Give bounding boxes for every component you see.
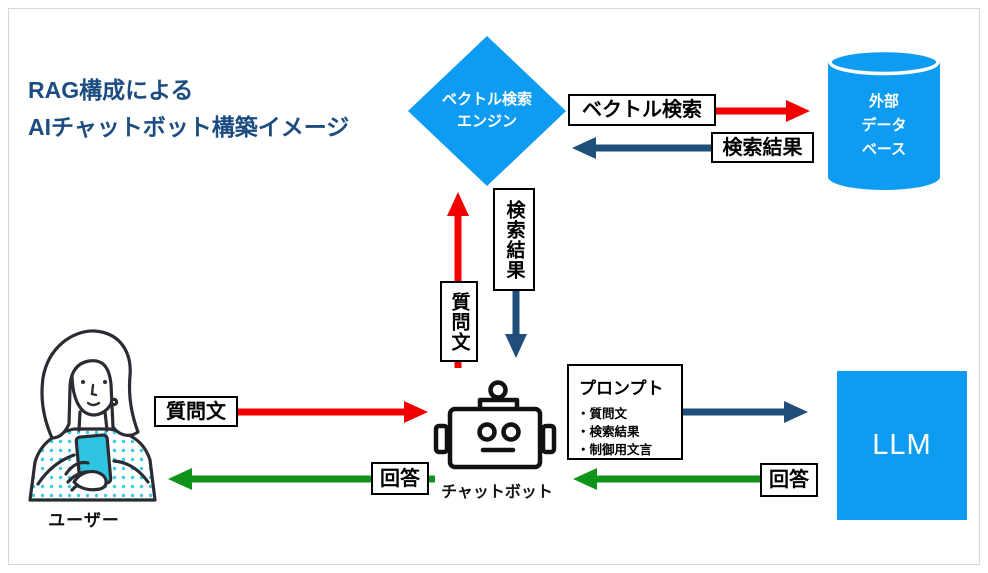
label-vector-search: ベクトル検索 [568, 94, 716, 126]
arrow-question-user [238, 401, 428, 423]
vector-engine-label-line1: ベクトル検索 [441, 91, 532, 108]
vector-engine-label-line2: エンジン [456, 113, 517, 130]
database-label-line3: ベース [861, 141, 907, 158]
prompt-item-question: ・質問文 [577, 407, 628, 421]
label-search-result-down: 検索結果 [493, 188, 535, 291]
prompt-box: プロンプト ・質問文 ・検索結果 ・制御用文言 [567, 364, 683, 460]
database-label-line2: データ [861, 117, 907, 134]
vector-engine-node: ベクトル検索 エンジン [408, 36, 566, 186]
vector-engine-diamond-icon [408, 36, 566, 186]
database-label-line1: 外部 [868, 93, 899, 110]
label-question-user: 質問文 [154, 396, 238, 427]
page-title: RAG構成による AIチャットボット構築イメージ [28, 72, 349, 146]
prompt-item-search-result: ・検索結果 [577, 425, 640, 439]
user-illustration [28, 329, 157, 502]
label-answer-to-user: 回答 [371, 462, 429, 495]
arrow-prompt-to-llm [682, 401, 808, 423]
arrow-answer-from-llm [573, 468, 762, 490]
database-node: 外部 データ ベース [828, 84, 940, 168]
prompt-item-control-text: ・制御用文言 [577, 443, 653, 457]
arrow-search-result-top [572, 137, 712, 159]
database-icon [828, 48, 940, 190]
page-title-line2: AIチャットボット構築イメージ [28, 114, 350, 140]
label-question-up: 質問文 [440, 281, 478, 362]
chatbot-robot-icon [433, 380, 557, 470]
arrow-vector-search [716, 100, 810, 122]
label-search-result-top: 検索結果 [711, 132, 814, 163]
prompt-box-title: プロンプト [579, 379, 664, 398]
user-caption: ユーザー [48, 511, 120, 530]
chatbot-caption: チャットボット [441, 484, 553, 501]
label-answer-from-llm: 回答 [760, 463, 818, 497]
page-title-line1: RAG構成による [28, 77, 194, 103]
diagram-border [8, 8, 980, 565]
llm-node: LLM [837, 371, 967, 520]
